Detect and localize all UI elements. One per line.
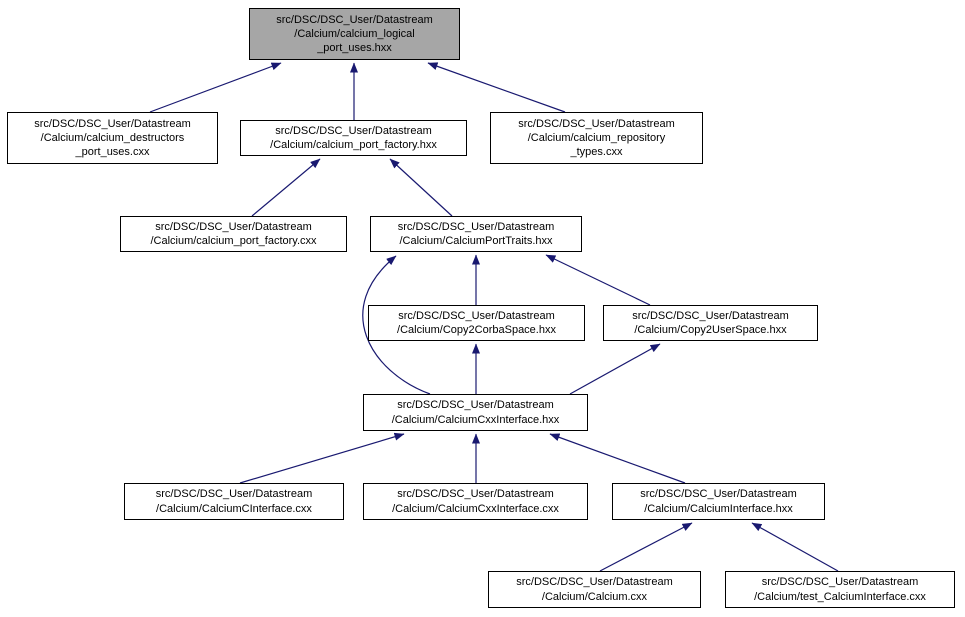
- edge-calcium_repository_types-to-calcium_logical_port_uses: [427, 62, 566, 113]
- node-label: src/DSC/DSC_User/Datastream /Calcium/Cal…: [392, 488, 559, 515]
- node-label: src/DSC/DSC_User/Datastream /Calcium/cal…: [34, 117, 191, 159]
- node-label: src/DSC/DSC_User/Datastream /Calcium/cal…: [276, 13, 433, 55]
- node-CalciumPortTraits-hxx[interactable]: src/DSC/DSC_User/Datastream /Calcium/Cal…: [370, 216, 582, 252]
- edge-CalciumPortTraits-to-calcium_port_factory_hxx: [389, 158, 453, 217]
- node-label: src/DSC/DSC_User/Datastream /Calcium/Cop…: [632, 309, 789, 336]
- node-label: src/DSC/DSC_User/Datastream /Calcium/cal…: [518, 117, 675, 159]
- node-Copy2UserSpace-hxx[interactable]: src/DSC/DSC_User/Datastream /Calcium/Cop…: [603, 305, 818, 341]
- node-calcium_destructors_port_uses-cxx[interactable]: src/DSC/DSC_User/Datastream /Calcium/cal…: [7, 112, 218, 164]
- node-label: src/DSC/DSC_User/Datastream /Calcium/cal…: [150, 220, 317, 247]
- node-label: src/DSC/DSC_User/Datastream /Calcium/Cal…: [391, 399, 560, 426]
- node-Copy2CorbaSpace-hxx[interactable]: src/DSC/DSC_User/Datastream /Calcium/Cop…: [368, 305, 585, 341]
- edge-CalciumCxxInterface_hxx-to-Copy2UserSpace: [569, 343, 661, 395]
- node-label: src/DSC/DSC_User/Datastream /Calcium/Cal…: [155, 488, 313, 515]
- edge-Calcium_cxx-to-CalciumInterface: [599, 522, 693, 572]
- edge-test_CalciumInterface-to-CalciumInterface: [751, 522, 839, 572]
- node-test_CalciumInterface-cxx[interactable]: src/DSC/DSC_User/Datastream /Calcium/tes…: [725, 571, 955, 608]
- node-label: src/DSC/DSC_User/Datastream /Calcium/Cal…: [397, 220, 555, 247]
- node-calcium_repository_types-cxx[interactable]: src/DSC/DSC_User/Datastream /Calcium/cal…: [490, 112, 703, 164]
- node-CalciumInterface-hxx[interactable]: src/DSC/DSC_User/Datastream /Calcium/Cal…: [612, 483, 825, 520]
- node-label: src/DSC/DSC_User/Datastream /Calcium/Cal…: [640, 488, 797, 515]
- node-CalciumCxxInterface-cxx[interactable]: src/DSC/DSC_User/Datastream /Calcium/Cal…: [363, 483, 588, 520]
- node-calcium_logical_port_uses-hxx[interactable]: src/DSC/DSC_User/Datastream /Calcium/cal…: [249, 8, 460, 60]
- edge-calcium_port_factory_cxx-to-calcium_port_factory_hxx: [251, 158, 321, 217]
- node-label: src/DSC/DSC_User/Datastream /Calcium/cal…: [270, 124, 437, 151]
- node-label: src/DSC/DSC_User/Datastream /Calcium/Cal…: [516, 576, 673, 603]
- node-CalciumCInterface-cxx[interactable]: src/DSC/DSC_User/Datastream /Calcium/Cal…: [124, 483, 344, 520]
- node-label: src/DSC/DSC_User/Datastream /Calcium/tes…: [754, 576, 926, 603]
- edge-calcium_destructors_port_uses-to-calcium_logical_port_uses: [149, 62, 282, 113]
- edge-CalciumCInterface-to-CalciumCxxInterface_hxx: [239, 432, 405, 484]
- node-calcium_port_factory-cxx[interactable]: src/DSC/DSC_User/Datastream /Calcium/cal…: [120, 216, 347, 252]
- edge-CalciumInterface-to-CalciumCxxInterface_hxx: [549, 433, 686, 484]
- node-label: src/DSC/DSC_User/Datastream /Calcium/Cop…: [397, 309, 556, 336]
- edge-Copy2UserSpace-to-CalciumPortTraits: [545, 254, 651, 306]
- node-CalciumCxxInterface-hxx[interactable]: src/DSC/DSC_User/Datastream /Calcium/Cal…: [363, 394, 588, 431]
- node-Calcium-cxx[interactable]: src/DSC/DSC_User/Datastream /Calcium/Cal…: [488, 571, 701, 608]
- node-calcium_port_factory-hxx[interactable]: src/DSC/DSC_User/Datastream /Calcium/cal…: [240, 120, 467, 156]
